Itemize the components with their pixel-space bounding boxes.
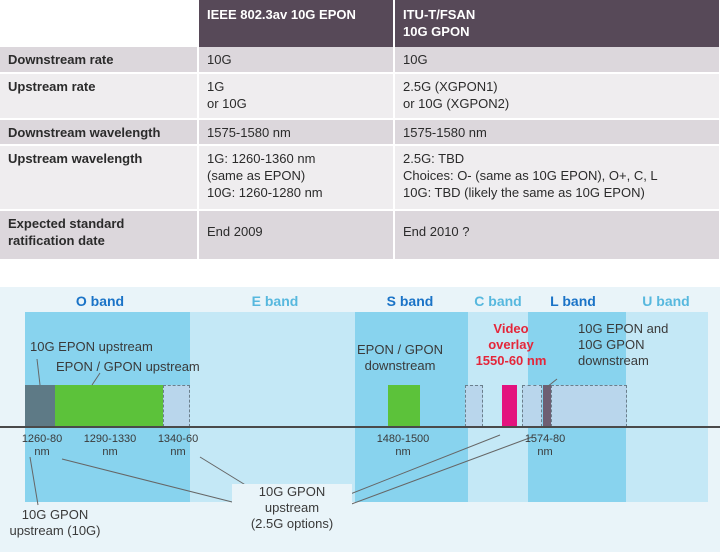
label-line: upstream [264, 500, 320, 515]
cell-text: 2.5G: TBD [403, 151, 465, 166]
epon-cell: 10G [198, 47, 395, 74]
cell-text: Expected standard [8, 216, 125, 231]
label-line: downstream [578, 353, 649, 368]
cell-text: End 2009 [207, 224, 263, 239]
table-header-row: IEEE 802.3av 10G EPON ITU-T/FSAN 10G GPO… [0, 0, 720, 47]
label-line: 10G GPON [258, 484, 326, 499]
header-gpon-line1: ITU-T/FSAN [403, 7, 476, 22]
epon-cell: 1G: 1260-1360 nm (same as EPON) 10G: 126… [198, 145, 395, 211]
epon-cell: 1G or 10G [198, 73, 395, 120]
cell-text: or 10G (XGPON2) [403, 96, 510, 111]
cell-text: or 10G [207, 96, 247, 111]
tick-1340-60: 1340-60 nm [148, 433, 208, 459]
label-line: Video [493, 321, 529, 336]
cell-text: Choices: O- (same as 10G EPON), O+, C, L [403, 168, 658, 183]
header-blank [0, 0, 199, 47]
cell-text: ratification date [8, 233, 105, 248]
tick-value: 1290-1330 [83, 433, 137, 445]
c-band-label: C band [474, 293, 522, 309]
label-line: upstream (10G) [9, 523, 101, 538]
wavelength-band-diagram: O band E band S band C band L band U ban… [0, 287, 720, 552]
tick-unit: nm [395, 446, 411, 458]
gpon-cell: End 2010 ? [394, 210, 720, 261]
gpon-cell: 10G [394, 47, 720, 74]
tick-value: 1340-60 [157, 433, 199, 445]
epon-gpon-upstream-block [55, 385, 163, 427]
gpon-cell: 2.5G: TBD Choices: O- (same as 10G EPON)… [394, 145, 720, 211]
cell-text: 10G [403, 52, 428, 67]
u-band-label: U band [642, 293, 690, 309]
header-epon: IEEE 802.3av 10G EPON [198, 0, 395, 47]
l-band-label: L band [550, 293, 596, 309]
epon-cell: 1575-1580 nm [198, 119, 395, 146]
gpon-cell: 1575-1580 nm [394, 119, 720, 146]
video-overlay-block [502, 385, 517, 427]
table-row: Expected standard ratification date End … [0, 210, 720, 261]
l-band-option-block-right [551, 385, 627, 427]
10g-epon-upstream-block [25, 385, 55, 427]
u-band-region [626, 312, 708, 502]
tick-1480-1500: 1480-1500 nm [373, 433, 433, 459]
label-line: 1550-60 nm [475, 353, 547, 368]
cell-text: 2.5G (XGPON1) [403, 79, 498, 94]
tick-value: 1260-80 [21, 433, 63, 445]
table-row: Downstream rate 10G 10G [0, 47, 720, 74]
epon-gpon-downstream-label: EPON / GPON downstream [345, 342, 455, 374]
row-label: Upstream wavelength [0, 145, 199, 211]
tick-1260-80: 1260-80 nm [12, 433, 72, 459]
label-line: 10G EPON and [578, 321, 669, 336]
gpon-cell: 2.5G (XGPON1) or 10G (XGPON2) [394, 73, 720, 120]
label-line: downstream [364, 358, 436, 373]
tick-unit: nm [537, 446, 553, 458]
10g-downstream-block [543, 385, 551, 427]
comparison-table: IEEE 802.3av 10G EPON ITU-T/FSAN 10G GPO… [0, 0, 720, 261]
label-line: (2.5G options) [250, 516, 334, 531]
label-line: EPON / GPON [357, 342, 443, 357]
row-label: Upstream rate [0, 73, 199, 120]
header-gpon-line2: 10G GPON [403, 24, 470, 39]
e-band-label: E band [251, 293, 299, 309]
tick-unit: nm [102, 446, 118, 458]
leader-lines [29, 358, 558, 513]
tick-1574-80: 1574-80 nm [515, 433, 575, 459]
cell-text: 10G: TBD (likely the same as 10G EPON) [403, 185, 645, 200]
epon-gpon-upstream-label: EPON / GPON upstream [56, 359, 200, 374]
10g-downstream-label: 10G EPON and 10G GPON downstream [578, 321, 668, 369]
10g-gpon-upstream-options-label: 10G GPON upstream (2.5G options) [232, 484, 352, 532]
row-label: Downstream rate [0, 47, 199, 74]
cell-text: 10G [207, 52, 232, 67]
table-row: Upstream rate 1G or 10G 2.5G (XGPON1) or… [0, 73, 720, 120]
10g-gpon-upstream-10g-label: 10G GPON upstream (10G) [0, 507, 110, 539]
cell-text: End 2010 ? [403, 224, 470, 239]
video-overlay-label: Video overlay 1550-60 nm [468, 321, 554, 369]
s-band-label: S band [386, 293, 434, 309]
tick-unit: nm [34, 446, 50, 458]
label-line: overlay [488, 337, 534, 352]
tick-value: 1574-80 [524, 433, 566, 445]
cell-text: 1575-1580 nm [207, 125, 291, 140]
label-line: 10G GPON [578, 337, 645, 352]
cell-text: (same as EPON) [207, 168, 306, 183]
label-line: 10G GPON [21, 507, 89, 522]
table-row: Downstream wavelength 1575-1580 nm 1575-… [0, 119, 720, 146]
o-band-label: O band [75, 293, 125, 309]
cell-text: 1575-1580 nm [403, 125, 487, 140]
wavelength-axis [0, 426, 720, 428]
cell-text: 10G: 1260-1280 nm [207, 185, 323, 200]
10g-epon-upstream-label: 10G EPON upstream [30, 339, 153, 354]
cell-text: 1G: 1260-1360 nm [207, 151, 316, 166]
epon-gpon-downstream-block [388, 385, 420, 427]
tick-unit: nm [170, 446, 186, 458]
e-band-region [190, 312, 355, 502]
row-label: Downstream wavelength [0, 119, 199, 146]
row-label: Expected standard ratification date [0, 210, 199, 261]
table-row: Upstream wavelength 1G: 1260-1360 nm (sa… [0, 145, 720, 211]
tick-value: 1480-1500 [376, 433, 430, 445]
cell-text: 1G [207, 79, 225, 94]
tick-1290-1330: 1290-1330 nm [80, 433, 140, 459]
epon-cell: End 2009 [198, 210, 395, 261]
header-gpon: ITU-T/FSAN 10G GPON [394, 0, 720, 47]
